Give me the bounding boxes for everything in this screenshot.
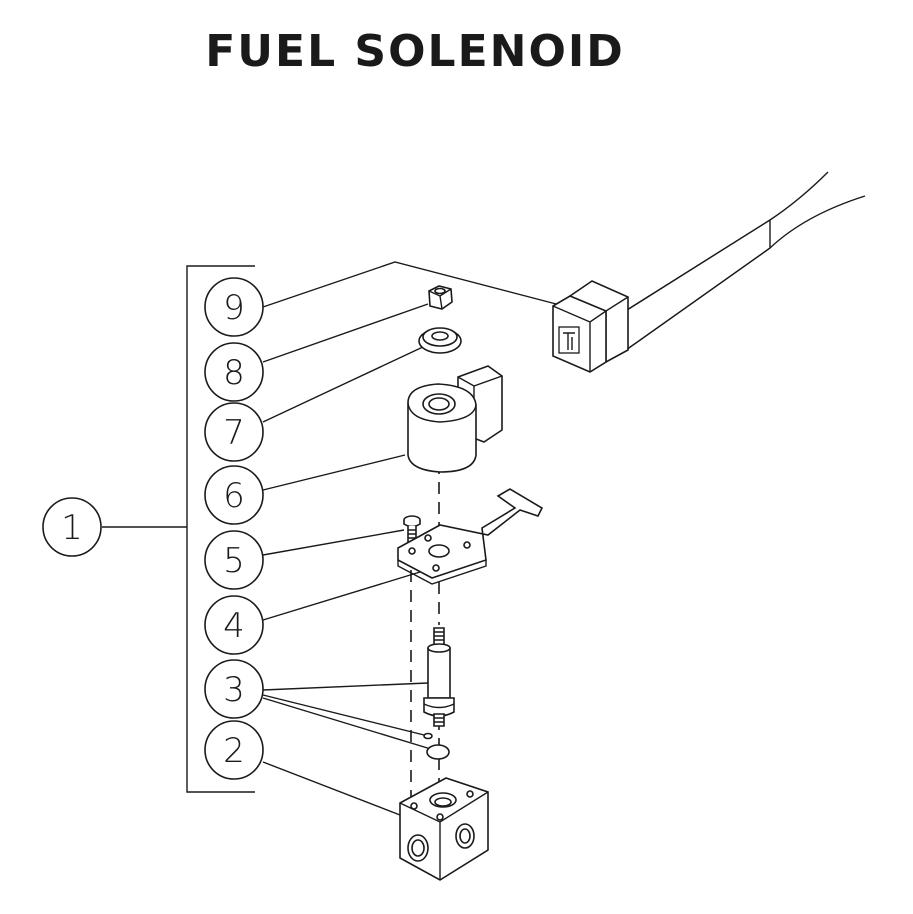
leader-9 [262,261,561,308]
callout-8-label: 8 [223,353,245,393]
callout-2[interactable]: 2 [204,720,264,780]
leader-5 [262,529,405,556]
callout-7[interactable]: 7 [204,402,264,462]
solenoid-coil [407,365,503,473]
callout-3-label: 3 [223,670,245,710]
callout-8[interactable]: 8 [204,342,264,402]
callout-5[interactable]: 5 [204,530,264,590]
mounting-bracket [397,488,544,585]
leader-6 [262,454,406,491]
callout-9[interactable]: 9 [204,277,264,337]
leader-3a [262,682,429,691]
callout-9-label: 9 [223,288,245,328]
leader-2 [262,761,401,816]
callout-3[interactable]: 3 [204,659,264,719]
callout-4[interactable]: 4 [204,595,264,655]
callout-1[interactable]: 1 [42,497,102,557]
gasket [426,744,450,760]
screw [403,515,421,543]
callout-6-label: 6 [223,476,245,516]
o-ring-small [423,732,433,740]
assembly-bracket [186,265,255,793]
washer [418,327,462,354]
wire-connector [552,171,866,373]
callout-4-label: 4 [223,606,245,646]
leader-7 [262,345,426,423]
callout-5-label: 5 [223,541,245,581]
page-title: FUEL SOLENOID [205,26,625,77]
callout-6[interactable]: 6 [204,465,264,525]
callout-1-label: 1 [61,508,83,548]
callout-7-label: 7 [223,413,245,453]
leader-3c [262,697,435,751]
hex-nut [428,285,453,310]
leader-3b [262,694,425,736]
leader-4 [262,571,421,621]
plunger-tube [423,627,455,727]
callout-2-label: 2 [223,731,245,771]
valve-body [399,777,489,881]
leader-8 [262,303,429,363]
